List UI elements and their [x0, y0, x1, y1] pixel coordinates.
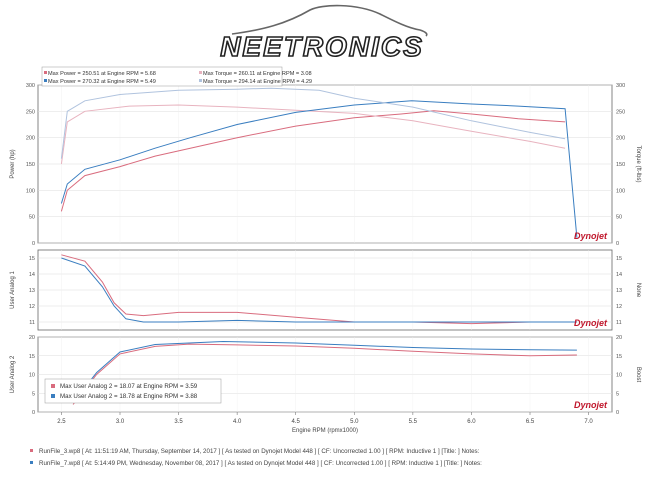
y-tick-label: 0 — [32, 410, 35, 416]
legend-swatch — [44, 79, 47, 82]
y2-axis-label: Torque (ft-lbs) — [635, 145, 641, 182]
y-tick-label: 200 — [26, 136, 35, 142]
y2-tick-label: 15 — [616, 256, 622, 262]
legend-entry: Max Torque = 260.11 at Engine RPM = 3.08 — [203, 71, 312, 77]
y2-tick-label: 300 — [616, 83, 625, 89]
y2-tick-label: 12 — [616, 304, 622, 310]
legend-entry: Max Torque = 294.14 at Engine RPM = 4.29 — [203, 79, 312, 85]
y-axis-label: Power (hp) — [10, 149, 16, 178]
y2-tick-label: 11 — [616, 320, 622, 326]
footer-run2-text: RunFile_7.wp8 [ At: 5:14:49 PM, Wednesda… — [39, 460, 482, 467]
series-line-run1-power — [60, 110, 566, 212]
x-tick-label: 3.5 — [174, 419, 183, 425]
y-tick-label: 13 — [29, 288, 35, 294]
y-tick-label: 15 — [29, 354, 35, 360]
y-tick-label: 250 — [26, 109, 35, 115]
legend-entry: Max User Analog 2 = 18.07 at Engine RPM … — [60, 383, 198, 390]
y-tick-label: 150 — [26, 162, 35, 168]
y2-tick-label: 14 — [616, 272, 622, 278]
footer-run2: RunFile_7.wp8 [ At: 5:14:49 PM, Wednesda… — [30, 460, 482, 467]
y2-tick-label: 13 — [616, 288, 622, 294]
x-tick-label: 6.0 — [467, 419, 476, 425]
legend-swatch — [44, 71, 47, 74]
y2-tick-label: 15 — [616, 354, 622, 360]
y2-tick-label: 50 — [616, 215, 622, 221]
brand-name: NEETRONICS — [220, 31, 424, 62]
series-line-run2-torque — [60, 87, 566, 159]
legend-swatch — [199, 71, 202, 74]
y2-tick-label: 150 — [616, 162, 625, 168]
dynojet-logo: Dynojet — [574, 318, 608, 328]
y-tick-label: 10 — [29, 373, 35, 379]
y-tick-label: 15 — [29, 256, 35, 262]
y2-tick-label: 250 — [616, 109, 625, 115]
user-analog-2-legend: Max User Analog 2 = 18.07 at Engine RPM … — [44, 378, 222, 404]
x-tick-label: 4.0 — [233, 419, 242, 425]
x-tick-label: 2.5 — [57, 419, 66, 425]
series-line-run1-torque — [60, 104, 566, 165]
y2-tick-label: 0 — [616, 410, 619, 416]
y-tick-label: 14 — [29, 272, 35, 278]
car-silhouette-icon — [231, 4, 428, 37]
y-tick-label: 50 — [29, 215, 35, 221]
y2-axis-label: None — [635, 283, 641, 298]
footer-run1-text: RunFile_3.wp8 [ At: 11:51:19 AM, Thursda… — [39, 448, 480, 455]
x-tick-label: 4.5 — [292, 419, 301, 425]
y-tick-label: 100 — [26, 188, 35, 194]
neetronics-logo: NEETRONICS — [219, 4, 428, 62]
x-axis-label: Engine RPM (rpmx1000) — [292, 428, 358, 434]
y-tick-label: 5 — [32, 391, 35, 397]
x-tick-label: 5.5 — [409, 419, 418, 425]
legend-box — [41, 66, 283, 87]
series-line-run2-power — [60, 100, 578, 238]
y2-tick-label: 10 — [616, 373, 622, 379]
series-line-run2 — [72, 340, 577, 403]
y-tick-label: 300 — [26, 83, 35, 89]
power-torque-panel: 0 50 100 150 200 250 300 0 50 100 150 200 250 300Powe… — [10, 66, 641, 247]
y2-tick-label: 0 — [616, 241, 619, 247]
series-line-run1 — [61, 254, 577, 325]
legend-swatch — [51, 394, 55, 398]
legend-swatch — [199, 79, 202, 82]
y-tick-label: 11 — [29, 320, 35, 326]
y-tick-label: 20 — [29, 335, 35, 341]
x-tick-label: 3.0 — [116, 419, 125, 425]
series-line-run1 — [72, 343, 577, 405]
run1-marker-icon — [30, 449, 33, 452]
y-tick-label: 12 — [29, 304, 35, 310]
dynojet-logo: Dynojet — [574, 231, 608, 241]
footer-run1: RunFile_3.wp8 [ At: 11:51:19 AM, Thursda… — [30, 448, 479, 455]
dynojet-logo: Dynojet — [574, 400, 608, 410]
y2-axis-label: Boost — [635, 367, 641, 383]
legend-entry: Max Power = 270.32 at Engine RPM = 5.49 — [48, 79, 156, 85]
y-axis-label: User Analog 2 — [10, 355, 16, 393]
x-tick-label: 5.0 — [350, 419, 359, 425]
legend-entry: Max User Analog 2 = 18.78 at Engine RPM … — [60, 393, 198, 400]
x-tick-label: 7.0 — [584, 419, 593, 425]
legend-swatch — [51, 384, 55, 388]
legend-box — [44, 378, 222, 404]
y-tick-label: 0 — [32, 241, 35, 247]
y2-tick-label: 100 — [616, 188, 625, 194]
y-axis-label: User Analog 1 — [10, 270, 16, 308]
series-line-run2 — [61, 257, 577, 323]
y2-tick-label: 5 — [616, 391, 619, 397]
run2-marker-icon — [30, 461, 33, 464]
x-tick-label: 6.5 — [526, 419, 535, 425]
y2-tick-label: 200 — [616, 136, 625, 142]
legend-entry: Max Power = 250.51 at Engine RPM = 5.68 — [48, 71, 156, 77]
y2-tick-label: 20 — [616, 335, 622, 341]
